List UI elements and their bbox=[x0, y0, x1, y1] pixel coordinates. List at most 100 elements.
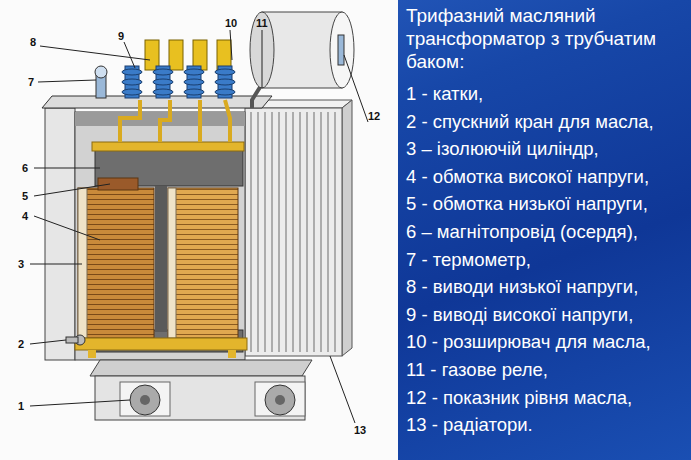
hv-bushings-part bbox=[215, 69, 235, 75]
radiator-part-part bbox=[299, 112, 300, 352]
callout-number: 2 bbox=[18, 338, 24, 350]
leads-part bbox=[225, 100, 230, 142]
white-panel bbox=[0, 0, 398, 460]
callout-number: 1 bbox=[18, 400, 24, 412]
radiator-part-part bbox=[320, 112, 321, 352]
callout-number: 5 bbox=[22, 190, 28, 202]
callout-number: 9 bbox=[118, 30, 124, 42]
radiator-part bbox=[251, 112, 335, 352]
callout-number: 11 bbox=[256, 17, 268, 29]
hv-bushings bbox=[122, 66, 235, 98]
callout-number: 13 bbox=[354, 424, 366, 436]
base-and-wheels-part bbox=[275, 395, 285, 405]
legend-item-text: 2 - спускний кран для масла, bbox=[406, 111, 654, 133]
thermometer bbox=[95, 66, 107, 98]
leader-lines-part bbox=[344, 55, 368, 122]
leader-lines-part bbox=[30, 264, 82, 265]
hv-bushings-part bbox=[215, 89, 235, 95]
tank bbox=[42, 96, 272, 360]
base-and-wheels-part bbox=[140, 395, 150, 405]
leader-lines-part bbox=[34, 184, 110, 196]
radiator-part-part bbox=[334, 112, 335, 352]
leads-part bbox=[160, 100, 170, 142]
windings-part bbox=[168, 188, 176, 338]
callout-number: 7 bbox=[28, 76, 34, 88]
conservator-part bbox=[330, 12, 354, 88]
leader-lines-part bbox=[262, 30, 263, 88]
radiator-part bbox=[342, 100, 352, 356]
legend-item-text: 13 - радіатори. bbox=[406, 414, 533, 436]
radiator-part-part bbox=[292, 112, 293, 352]
leader-lines-part bbox=[30, 400, 130, 406]
callout-number: 12 bbox=[368, 110, 380, 122]
leader-lines-part bbox=[34, 216, 100, 240]
hv-bushings-part bbox=[215, 79, 235, 85]
leader-lines-part bbox=[124, 42, 135, 68]
base-and-wheels bbox=[90, 360, 312, 420]
callout-number: 6 bbox=[22, 162, 28, 174]
radiator-part-part bbox=[264, 112, 265, 352]
leader-lines-part bbox=[30, 340, 66, 344]
radiator bbox=[245, 100, 352, 356]
legend-item-text: 5 - обмотка низької напруги, bbox=[406, 193, 648, 215]
clamps-part bbox=[75, 338, 247, 350]
tank-part bbox=[75, 112, 245, 360]
leader-lines-part bbox=[38, 80, 96, 82]
conservator-part bbox=[250, 12, 274, 88]
hv-bushings-part bbox=[122, 69, 142, 75]
hv-bushings-part bbox=[184, 89, 204, 95]
hv-bushings-part bbox=[184, 69, 204, 75]
radiator-part-part bbox=[278, 112, 279, 352]
callout-number: 4 bbox=[22, 210, 28, 222]
radiator-part-part bbox=[250, 112, 251, 352]
windings-part bbox=[168, 188, 238, 338]
legend-item-text: 10 - розширювач для масла, bbox=[406, 331, 651, 353]
radiator-part-part bbox=[313, 112, 314, 352]
tank-part bbox=[45, 108, 75, 360]
thermometer-part bbox=[95, 66, 107, 78]
legend-item-text: 1 - катки, bbox=[406, 83, 483, 105]
legend-item-text: 4 - обмотка високої напруги, bbox=[406, 166, 649, 188]
radiator-part bbox=[245, 108, 342, 356]
clamps-part bbox=[92, 142, 244, 151]
windings-part bbox=[78, 188, 154, 338]
lv-terminals-part bbox=[169, 40, 183, 70]
legend-item-text: 12 - показник рівня масла, bbox=[406, 387, 632, 409]
clamps-part bbox=[228, 350, 236, 358]
drain-valve bbox=[66, 335, 85, 345]
leader-lines-part bbox=[330, 356, 355, 423]
clamps bbox=[75, 142, 247, 358]
leader-lines-part bbox=[34, 168, 100, 169]
windings-part bbox=[98, 178, 138, 190]
leader-lines bbox=[30, 30, 368, 423]
base-and-wheels-part bbox=[120, 382, 170, 416]
base-and-wheels-part bbox=[95, 376, 305, 420]
base-and-wheels-part bbox=[90, 360, 312, 376]
radiator-part-part bbox=[327, 112, 328, 352]
drain-valve-part bbox=[66, 337, 78, 343]
hv-bushings-part bbox=[153, 69, 173, 75]
leader-lines-part bbox=[230, 30, 232, 60]
hv-bushings-part bbox=[122, 89, 142, 95]
legend-item-text: 8 - виводи низької напруги, bbox=[406, 276, 638, 298]
base-and-wheels-part bbox=[255, 382, 305, 416]
callout-number: 3 bbox=[18, 258, 24, 270]
radiator-part-part bbox=[271, 112, 272, 352]
legend-item-text: 7 - термометр, bbox=[406, 249, 531, 271]
leader-lines-part bbox=[40, 46, 150, 60]
windings bbox=[78, 178, 238, 338]
white-panel-part bbox=[0, 0, 398, 460]
leads-part bbox=[120, 100, 140, 142]
hv-bushings-part bbox=[153, 79, 173, 85]
conservator bbox=[250, 12, 354, 108]
legend-item-text: 11 - газове реле, bbox=[406, 359, 548, 381]
hv-bushings-part bbox=[122, 79, 142, 85]
clamps-part bbox=[88, 350, 96, 358]
slide-title: Трифазний масляний трансформатор з трубч… bbox=[406, 4, 684, 73]
callout-number: 10 bbox=[225, 17, 237, 29]
legend-item-text: 9 - виводі високої напруги, bbox=[406, 304, 633, 326]
radiator-part-part bbox=[285, 112, 286, 352]
radiator-part-part bbox=[306, 112, 307, 352]
leads bbox=[120, 100, 230, 142]
